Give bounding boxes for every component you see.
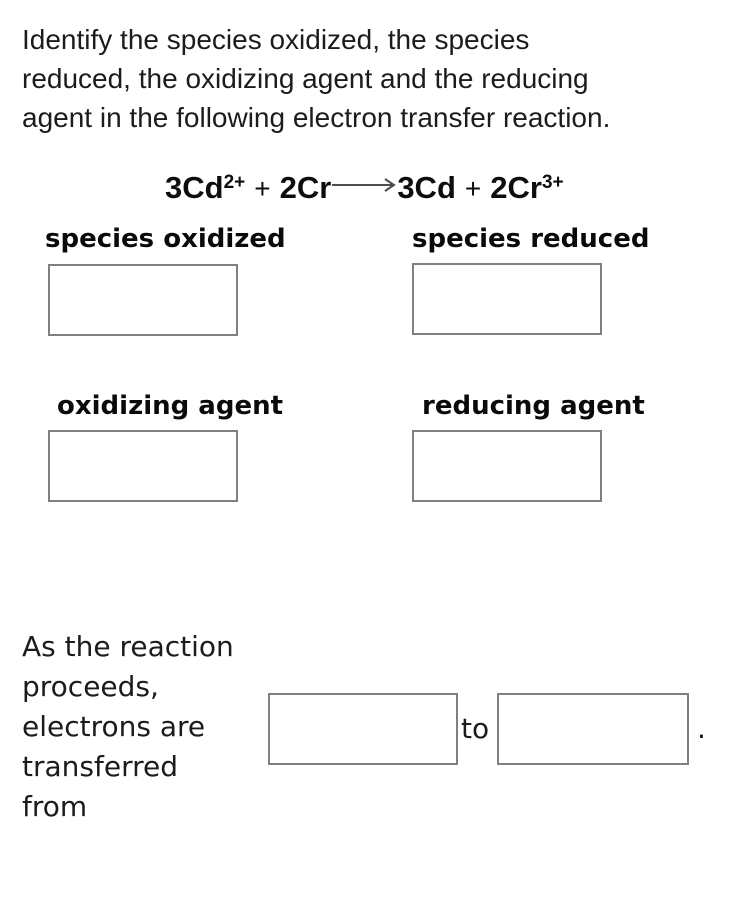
question-line: reduced, the oxidizing agent and the red… <box>22 63 589 94</box>
reducing-agent-label: reducing agent <box>422 391 645 421</box>
reactant-1: 3Cd2+ <box>165 170 246 205</box>
oxidizing-agent-label: oxidizing agent <box>57 391 284 421</box>
species-reduced-input[interactable] <box>412 263 602 335</box>
transfer-sentence: As the reaction proceeds, electrons are … <box>22 627 234 827</box>
species-oxidized-label: species oxidized <box>45 224 286 254</box>
species-reduced-label: species reduced <box>412 224 650 254</box>
sentence-line: transferred <box>22 750 178 783</box>
sentence-line: from <box>22 790 88 823</box>
oxidizing-agent-input[interactable] <box>48 430 238 502</box>
superscript-charge: 3+ <box>541 171 564 193</box>
sentence-line: proceeds, <box>22 670 159 703</box>
reaction-arrow-icon <box>331 170 397 205</box>
product-1: 3Cd <box>397 170 456 205</box>
question-text: Identify the species oxidized, the speci… <box>22 20 610 137</box>
sentence-line: As the reaction <box>22 630 234 663</box>
superscript-charge: 2+ <box>223 171 246 193</box>
transfer-from-input[interactable] <box>268 693 458 765</box>
question-line: agent in the following electron transfer… <box>22 102 611 133</box>
product-2: 2Cr3+ <box>490 170 564 205</box>
sentence-line: electrons are <box>22 710 206 743</box>
reactant-2: 2Cr <box>279 170 332 205</box>
sentence-period: . <box>697 712 706 745</box>
species-oxidized-input[interactable] <box>48 264 238 336</box>
to-connector: to <box>461 712 490 745</box>
question-line: Identify the species oxidized, the speci… <box>22 24 530 55</box>
reducing-agent-input[interactable] <box>412 430 602 502</box>
chemical-equation: 3Cd2+ +2Cr 3Cd +2Cr3+ <box>165 170 564 206</box>
plus-operator: + <box>464 173 482 204</box>
transfer-to-input[interactable] <box>497 693 689 765</box>
plus-operator: + <box>254 173 271 204</box>
